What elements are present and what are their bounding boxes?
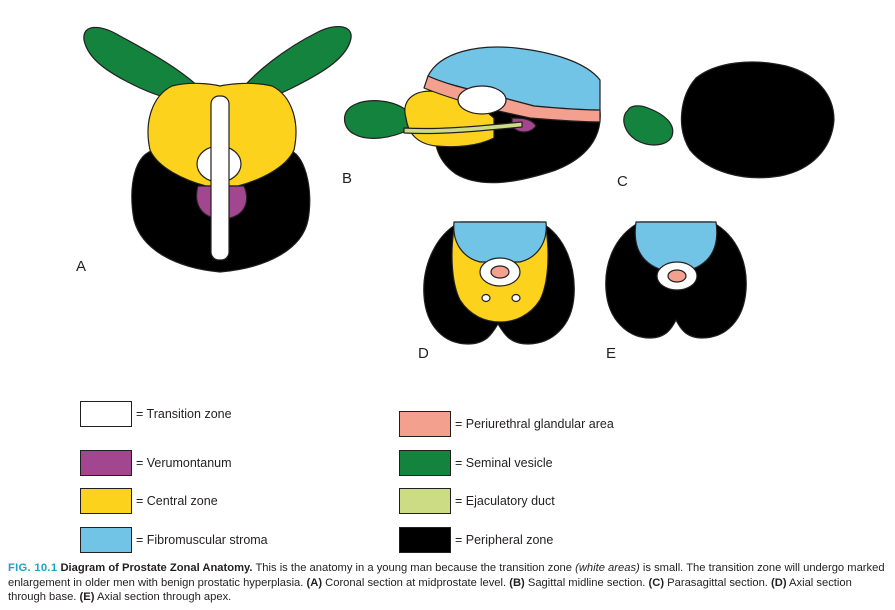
panel-c-parasagittal-section [624, 62, 834, 178]
caption-tag-c: (C) [649, 577, 665, 589]
legend-label-transition-zone: = Transition zone [136, 407, 232, 421]
seminal-vesicle [624, 106, 673, 145]
legend-label-peripheral-zone: = Peripheral zone [455, 533, 553, 547]
caption-italic: (white areas) [575, 562, 640, 574]
urethra [211, 96, 229, 260]
transition-zone [458, 86, 506, 114]
fibromuscular-stroma [454, 222, 546, 262]
legend-item-central-zone: = Central zone [80, 487, 218, 515]
panel-d-axial-base [424, 222, 574, 344]
panel-b-sagittal-section [345, 47, 601, 183]
periurethral-glandular-area [491, 266, 509, 278]
panel-label-c: C [617, 173, 628, 190]
caption-text-1: This is the anatomy in a young man becau… [253, 562, 576, 574]
ejaculatory-duct-right [512, 295, 520, 302]
panel-label-a: A [76, 258, 86, 275]
figure-caption: FIG. 10.1 Diagram of Prostate Zonal Anat… [8, 561, 888, 605]
legend-item-ejaculatory-duct: = Ejaculatory duct [399, 487, 555, 515]
legend-label-verumontanum: = Verumontanum [136, 456, 232, 470]
caption-text-c: Parasagittal section. [664, 577, 771, 589]
caption-tag-e: (E) [80, 591, 95, 603]
legend-item-fibromuscular-stroma: = Fibromuscular stroma [80, 526, 268, 554]
legend-label-seminal-vesicle: = Seminal vesicle [455, 456, 553, 470]
legend-label-periurethral-glandular-area: = Periurethral glandular area [455, 417, 614, 431]
legend-swatch-seminal-vesicle [399, 450, 451, 476]
caption-text-e: Axial section through apex. [94, 591, 231, 603]
panel-e-axial-apex [606, 222, 746, 338]
caption-text-b: Sagittal midline section. [525, 577, 649, 589]
legend-swatch-transition-zone [80, 401, 132, 427]
legend-swatch-peripheral-zone [399, 527, 451, 553]
caption-tag-b: (B) [509, 577, 525, 589]
periurethral-glandular-area [668, 270, 686, 282]
peripheral-zone [681, 62, 834, 178]
legend-swatch-central-zone [80, 488, 132, 514]
legend-item-transition-zone: = Transition zone [80, 400, 232, 428]
legend-swatch-ejaculatory-duct [399, 488, 451, 514]
legend-item-verumontanum: = Verumontanum [80, 449, 232, 477]
caption-title: Diagram of Prostate Zonal Anatomy. [60, 562, 252, 574]
ejaculatory-duct-left [482, 295, 490, 302]
panel-a-coronal-section [84, 27, 351, 272]
legend-swatch-verumontanum [80, 450, 132, 476]
legend-item-periurethral-glandular-area: = Periurethral glandular area [399, 410, 614, 438]
panel-label-b: B [342, 170, 352, 187]
caption-tag-a: (A) [307, 577, 323, 589]
figure-number: FIG. 10.1 [8, 562, 57, 574]
legend-label-ejaculatory-duct: = Ejaculatory duct [455, 494, 555, 508]
legend-swatch-periurethral-glandular-area [399, 411, 451, 437]
prostate-zonal-anatomy-diagram [0, 0, 895, 395]
caption-text-a: Coronal section at midprostate level. [322, 577, 509, 589]
legend-item-peripheral-zone: = Peripheral zone [399, 526, 553, 554]
panel-label-d: D [418, 345, 429, 362]
legend-label-central-zone: = Central zone [136, 494, 218, 508]
seminal-vesicle [345, 101, 409, 139]
caption-tag-d: (D) [771, 577, 787, 589]
legend-swatch-fibromuscular-stroma [80, 527, 132, 553]
legend-item-seminal-vesicle: = Seminal vesicle [399, 449, 553, 477]
legend-label-fibromuscular-stroma: = Fibromuscular stroma [136, 533, 268, 547]
panel-label-e: E [606, 345, 616, 362]
